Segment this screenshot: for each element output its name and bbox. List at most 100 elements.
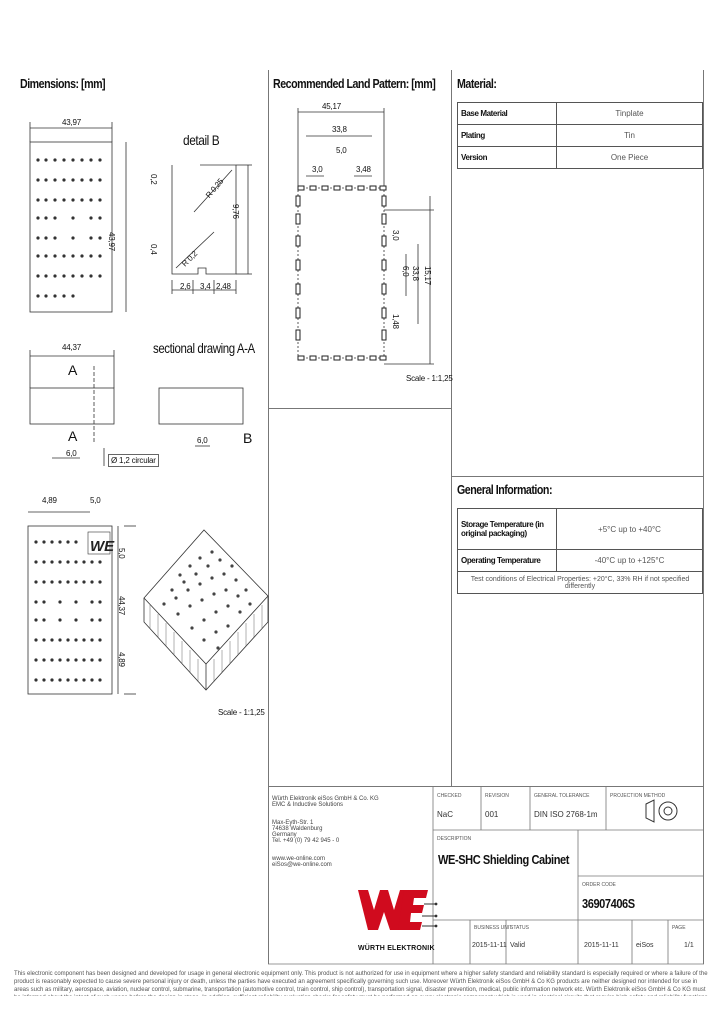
dim-label: 4,89 bbox=[117, 652, 126, 667]
business-unit-value: eiSos bbox=[636, 942, 654, 949]
dim-label: 1,48 bbox=[391, 314, 400, 329]
dim-label: 44,37 bbox=[117, 596, 126, 616]
company-line: Germany bbox=[272, 832, 297, 838]
frame-divider-h2 bbox=[451, 476, 704, 477]
projection-method-icon bbox=[645, 799, 678, 823]
section-view-outline bbox=[158, 387, 244, 425]
dim-label: 45,17 bbox=[322, 102, 342, 111]
detail-b-marker: B bbox=[243, 430, 253, 446]
material-value: One Piece bbox=[556, 146, 703, 169]
frame-divider-h1 bbox=[268, 408, 452, 409]
detail-b-label: detail B bbox=[183, 132, 220, 148]
dim-label: 5,0 bbox=[117, 548, 126, 559]
page-value: 1/1 bbox=[684, 942, 694, 949]
general-value: -40°C up to +125°C bbox=[556, 549, 703, 572]
section-a-label: A bbox=[68, 362, 78, 378]
page-label: PAGE bbox=[672, 925, 686, 931]
company-link[interactable]: www.we-online.com bbox=[272, 856, 326, 862]
general-value: +5°C up to +40°C bbox=[556, 508, 703, 550]
dim-label: 0,4 bbox=[149, 244, 158, 255]
description-label: DESCRIPTION bbox=[437, 836, 472, 842]
material-key: Version bbox=[457, 146, 557, 169]
dim-label: 43,97 bbox=[107, 232, 116, 252]
we-mark-icon: WE bbox=[87, 531, 115, 555]
dim-label: 6,0 bbox=[66, 449, 77, 458]
footer-disclaimer: This electronic component has been desig… bbox=[14, 971, 708, 996]
dim-label: 9,76 bbox=[231, 204, 240, 219]
top-view-outline bbox=[29, 141, 113, 313]
general-table: Storage Temperature (in original packagi… bbox=[457, 508, 703, 594]
sheet-frame bbox=[268, 70, 704, 964]
general-tolerance-label: GENERAL TOLERANCE bbox=[534, 793, 590, 799]
company-line: Max-Eyth-Str. 1 bbox=[272, 820, 314, 826]
business-unit-label: BUSINESS UNIT bbox=[474, 925, 513, 931]
logo-text: WÜRTH ELEKTRONIK bbox=[358, 945, 435, 952]
land-pattern-outline bbox=[297, 187, 385, 359]
scale-label: Scale - 1:1,25 bbox=[218, 708, 265, 717]
dim-label: 3,4 bbox=[200, 282, 211, 291]
dim-label: 33,8 bbox=[411, 266, 420, 281]
dim-label: 5,0 bbox=[90, 496, 101, 505]
frame-divider-middle bbox=[451, 70, 452, 786]
dim-label: 0,2 bbox=[149, 174, 158, 185]
business-unit-code: 2015-11-11 bbox=[584, 942, 619, 949]
frame-divider-h3 bbox=[268, 786, 704, 787]
general-key: Storage Temperature (in original packagi… bbox=[457, 508, 557, 550]
order-code-label: ORDER CODE bbox=[582, 882, 616, 888]
revision-value: 001 bbox=[485, 810, 499, 819]
company-email[interactable]: eiSos@we-online.com bbox=[272, 862, 332, 868]
dim-label: 3,0 bbox=[391, 230, 400, 241]
land-pattern-pads bbox=[295, 185, 387, 361]
dim-label: 15,17 bbox=[423, 266, 432, 286]
material-header: Material: bbox=[457, 76, 497, 91]
iso-side-texture bbox=[149, 605, 263, 682]
svg-text:WE: WE bbox=[90, 538, 115, 555]
dim-label: 3,48 bbox=[356, 165, 371, 174]
iso-holes bbox=[162, 550, 252, 650]
table-row: Operating Temperature-40°C up to +125°C bbox=[457, 549, 703, 572]
side-view-outline bbox=[29, 387, 115, 425]
iso-top-face bbox=[143, 529, 269, 665]
bottom-view-holes bbox=[34, 540, 102, 682]
dim-label: 6,0 bbox=[197, 436, 208, 445]
dimensions-header: Dimensions: [mm] bbox=[20, 76, 106, 91]
general-info-header: General Information: bbox=[457, 482, 553, 497]
revision-label: REVISION bbox=[485, 793, 509, 799]
land-pattern-header: Recommended Land Pattern: [mm] bbox=[273, 76, 436, 91]
title-block-grid bbox=[268, 786, 704, 965]
hole-callout: Ø 1,2 circular bbox=[108, 454, 159, 467]
scale-label: Scale - 1:1,25 bbox=[406, 374, 453, 383]
status-label: STATUS bbox=[510, 925, 529, 931]
top-view-holes bbox=[36, 158, 102, 298]
table-row: Test conditions of Electrical Properties… bbox=[457, 571, 703, 594]
detail-b-outline bbox=[171, 165, 237, 275]
general-note: Test conditions of Electrical Properties… bbox=[457, 571, 703, 594]
dim-label: 2,6 bbox=[180, 282, 191, 291]
we-logo-icon bbox=[358, 890, 438, 930]
projection-label: PROJECTION METHOD bbox=[610, 793, 666, 799]
product-title: WE-SHC Shielding Cabinet bbox=[438, 852, 570, 867]
company-line: Tel. +49 (0) 79 42 945 - 0 bbox=[272, 838, 340, 844]
dim-label: 6,0 bbox=[401, 266, 410, 277]
company-address: Würth Elektronik eiSos GmbH & Co. KG EMC… bbox=[272, 796, 430, 868]
sectional-drawing-label: sectional drawing A-A bbox=[153, 340, 255, 356]
dim-label: 5,0 bbox=[336, 146, 347, 155]
status-value: Valid bbox=[510, 942, 526, 949]
section-a-label: A bbox=[68, 428, 78, 444]
company-line: EMC & Inductive Solutions bbox=[272, 802, 344, 808]
order-code-value: 36907406S bbox=[582, 896, 635, 911]
dim-label: 44,37 bbox=[62, 343, 82, 352]
dim-label: 3,0 bbox=[312, 165, 323, 174]
company-line: 74638 Waldenburg bbox=[272, 826, 323, 832]
general-tolerance-value: DIN ISO 2768-1m bbox=[534, 810, 598, 819]
table-row: Storage Temperature (in original packagi… bbox=[457, 508, 703, 550]
checked-value: NaC bbox=[437, 810, 454, 819]
dim-label: 2,48 bbox=[216, 282, 231, 291]
bottom-view-outline bbox=[27, 525, 113, 695]
dim-label: 43,97 bbox=[62, 118, 82, 127]
company-line: Würth Elektronik eiSos GmbH & Co. KG bbox=[272, 796, 379, 802]
